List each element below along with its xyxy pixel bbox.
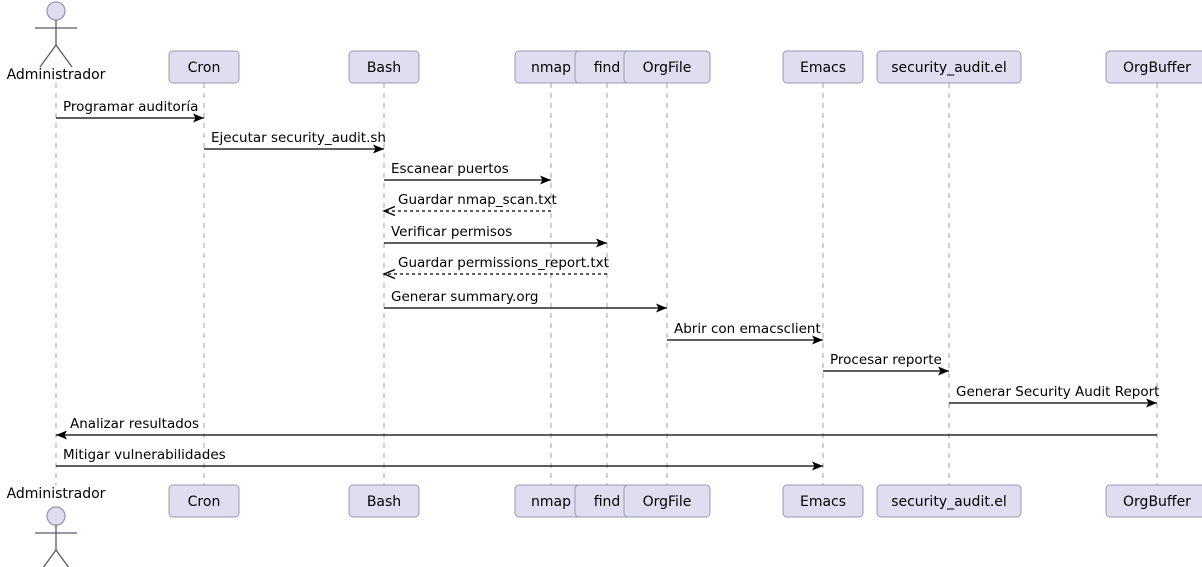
participant-label-nmap: nmap bbox=[531, 494, 571, 510]
message-3: Escanear puertos bbox=[384, 161, 551, 185]
actor-leg-left bbox=[42, 549, 57, 567]
participant-box[interactable] bbox=[782, 50, 864, 84]
message-1: Programar auditoría bbox=[56, 99, 204, 123]
participant-label-emacs: Emacs bbox=[800, 60, 846, 76]
participant-auditel-top[interactable]: security_audit.el bbox=[876, 50, 1022, 84]
message-label-12: Mitigar vulnerabilidades bbox=[63, 447, 226, 463]
participant-label-find: find bbox=[594, 494, 621, 510]
participant-box[interactable] bbox=[1105, 50, 1202, 84]
participant-orgbuf-bottom[interactable]: OrgBuffer bbox=[1105, 484, 1202, 518]
actor-head-icon bbox=[46, 1, 66, 21]
participant-orgfile-bottom[interactable]: OrgFile bbox=[623, 484, 711, 518]
participant-box[interactable] bbox=[623, 484, 711, 518]
message-4: Guardar nmap_scan.txt bbox=[382, 192, 557, 217]
message-8: Abrir con emacsclient bbox=[667, 321, 823, 345]
message-arrowhead-4 bbox=[382, 205, 396, 217]
participant-box[interactable] bbox=[1105, 484, 1202, 518]
participant-cron-top[interactable]: Cron bbox=[168, 50, 240, 84]
participant-label-auditel: security_audit.el bbox=[891, 494, 1007, 510]
participant-label-cron: Cron bbox=[188, 60, 221, 76]
message-label-3: Escanear puertos bbox=[391, 161, 509, 177]
message-arrowhead-1 bbox=[193, 113, 204, 123]
message-arrowhead-5 bbox=[596, 238, 607, 248]
message-arrowhead-10 bbox=[1146, 398, 1157, 408]
message-label-8: Abrir con emacsclient bbox=[674, 321, 821, 337]
participant-label-orgbuf: OrgBuffer bbox=[1123, 494, 1191, 510]
message-10: Generar Security Audit Report bbox=[949, 384, 1159, 408]
message-2: Ejecutar security_audit.sh bbox=[204, 130, 386, 154]
message-arrowhead-6 bbox=[382, 268, 396, 280]
message-label-2: Ejecutar security_audit.sh bbox=[211, 130, 386, 146]
message-5: Verificar permisos bbox=[384, 224, 607, 248]
participant-auditel-bottom[interactable]: security_audit.el bbox=[876, 484, 1022, 518]
actor-admin-top: Administrador bbox=[7, 1, 106, 83]
participant-label-emacs: Emacs bbox=[800, 494, 846, 510]
message-label-11: Analizar resultados bbox=[70, 416, 199, 432]
participant-box[interactable] bbox=[782, 484, 864, 518]
participant-label-auditel: security_audit.el bbox=[891, 60, 1007, 76]
message-arrowhead-7 bbox=[656, 303, 667, 313]
participant-label-orgfile: OrgFile bbox=[643, 60, 692, 76]
participant-box[interactable] bbox=[168, 50, 240, 84]
actor-label-admin: Administrador bbox=[7, 486, 106, 502]
message-label-10: Generar Security Audit Report bbox=[956, 384, 1159, 400]
message-label-6: Guardar permissions_report.txt bbox=[398, 255, 609, 271]
participant-box[interactable] bbox=[876, 50, 1022, 84]
actor-leg-right bbox=[55, 549, 70, 567]
actor-label-admin: Administrador bbox=[7, 67, 106, 83]
message-label-7: Generar summary.org bbox=[391, 289, 539, 305]
message-arrowhead-8 bbox=[812, 335, 823, 345]
participant-box[interactable] bbox=[348, 484, 420, 518]
participant-orgbuf-top[interactable]: OrgBuffer bbox=[1105, 50, 1202, 84]
participant-box[interactable] bbox=[623, 50, 711, 84]
participant-label-bash: Bash bbox=[367, 494, 401, 510]
message-arrowhead-3 bbox=[540, 175, 551, 185]
participant-box[interactable] bbox=[348, 50, 420, 84]
participant-emacs-top[interactable]: Emacs bbox=[782, 50, 864, 84]
message-label-4: Guardar nmap_scan.txt bbox=[398, 192, 557, 208]
participant-nmap-top[interactable]: nmap bbox=[514, 50, 588, 84]
message-arrowhead-9 bbox=[938, 366, 949, 376]
message-arrowhead-2 bbox=[373, 144, 384, 154]
participant-bash-bottom[interactable]: Bash bbox=[348, 484, 420, 518]
message-label-5: Verificar permisos bbox=[391, 224, 512, 240]
actor-admin-bottom: Administrador bbox=[7, 486, 106, 567]
message-arrowhead-11 bbox=[56, 430, 67, 440]
participant-emacs-bottom[interactable]: Emacs bbox=[782, 484, 864, 518]
participant-bash-top[interactable]: Bash bbox=[348, 50, 420, 84]
participant-label-orgfile: OrgFile bbox=[643, 494, 692, 510]
message-11: Analizar resultados bbox=[56, 416, 1157, 440]
message-label-9: Procesar reporte bbox=[830, 352, 942, 368]
message-12: Mitigar vulnerabilidades bbox=[56, 447, 823, 471]
message-arrowhead-12 bbox=[812, 461, 823, 471]
participant-box[interactable] bbox=[168, 484, 240, 518]
participant-label-find: find bbox=[594, 60, 621, 76]
participant-orgfile-top[interactable]: OrgFile bbox=[623, 50, 711, 84]
message-label-1: Programar auditoría bbox=[63, 99, 198, 115]
message-9: Procesar reporte bbox=[823, 352, 949, 376]
participant-find-bottom[interactable]: find bbox=[574, 484, 640, 518]
participant-label-nmap: nmap bbox=[531, 60, 571, 76]
message-6: Guardar permissions_report.txt bbox=[382, 255, 609, 280]
actor-leg-left bbox=[39, 44, 57, 68]
participant-cron-bottom[interactable]: Cron bbox=[168, 484, 240, 518]
message-7: Generar summary.org bbox=[384, 289, 667, 313]
participant-label-bash: Bash bbox=[367, 60, 401, 76]
actor-head-icon bbox=[46, 506, 66, 526]
actor-leg-right bbox=[55, 44, 73, 68]
participant-box[interactable] bbox=[876, 484, 1022, 518]
participant-label-orgbuf: OrgBuffer bbox=[1123, 60, 1191, 76]
participant-label-cron: Cron bbox=[188, 494, 221, 510]
